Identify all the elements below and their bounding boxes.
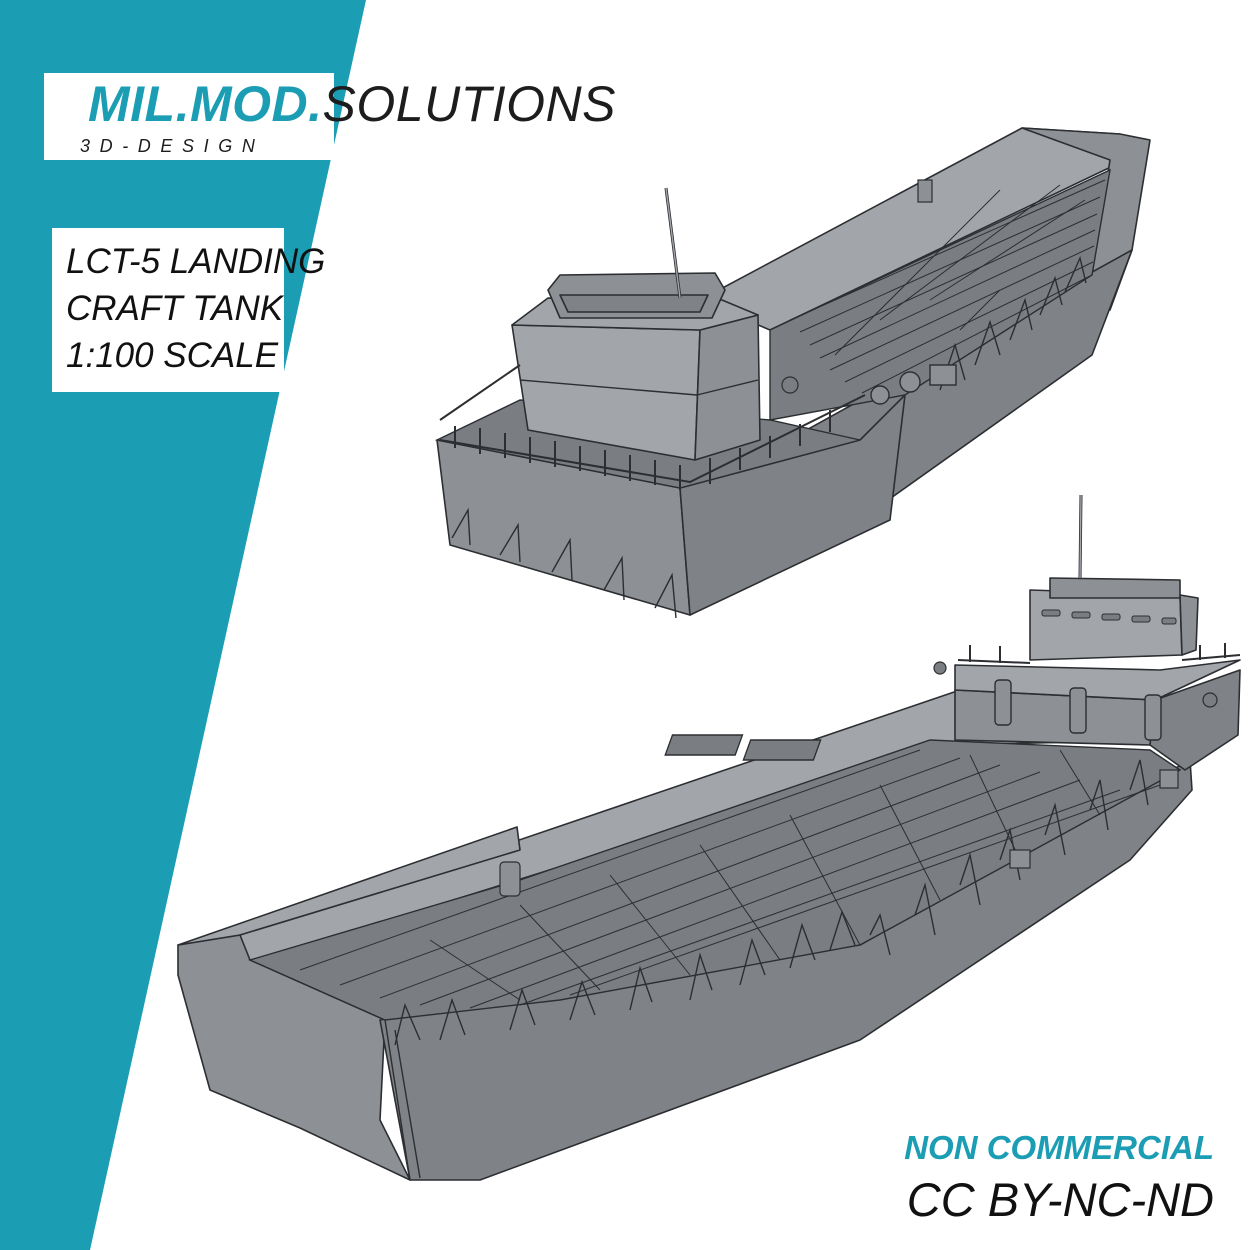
license-code: CC BY-NC-ND: [906, 1173, 1214, 1226]
brand-logo: MIL.MOD.SOLUTIONS: [88, 74, 616, 134]
ship-bow-view: [177, 494, 1241, 1181]
title-line-3: 1:100 SCALE: [66, 336, 279, 375]
brand-tagline: 3D-DESIGN: [80, 136, 265, 156]
license-type: NON COMMERCIAL: [904, 1129, 1214, 1166]
title-line-1: LCT-5 LANDING: [66, 242, 326, 281]
title-line-2: CRAFT TANK: [66, 289, 284, 328]
logo-panel: [44, 73, 334, 160]
ship-stern-view: [434, 127, 1151, 619]
title-panel: [52, 228, 284, 392]
brand-name-accent: MIL.MOD.: [88, 76, 323, 132]
brand-name-rest: SOLUTIONS: [322, 76, 616, 132]
